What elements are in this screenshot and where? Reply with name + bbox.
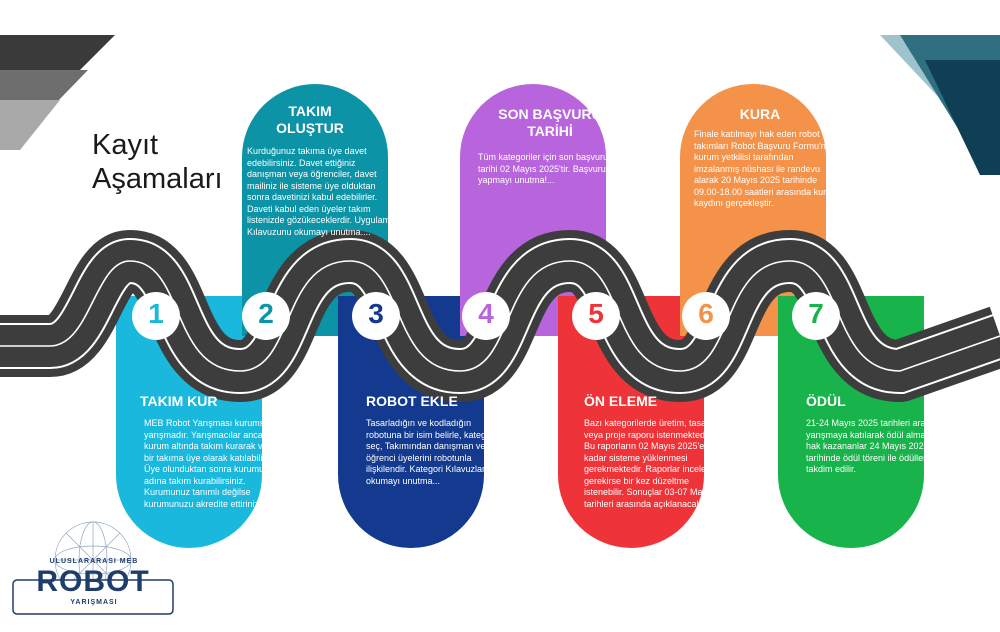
step-6-text: Finale katılmayı hak eden robot takımlar…: [694, 129, 836, 208]
step-7-number: 7: [808, 298, 824, 329]
step-3-text: Tasarladığın ve kodladığın robotuna bir …: [366, 418, 504, 486]
step-7-circle: [792, 292, 840, 340]
step-4-circle: [462, 292, 510, 340]
step-1-circle: [132, 292, 180, 340]
step-6-number: 6: [698, 298, 714, 329]
page-title: Kayıt Aşamaları: [92, 128, 223, 196]
title-line-1: Kayıt: [92, 129, 159, 161]
step-6-title: KURA: [739, 106, 781, 122]
logo-top-text: ULUSLARARASI MEB: [49, 558, 139, 565]
step-2-text: Kurduğunuz takıma üye davet edebilirsini…: [247, 146, 396, 237]
step-2-number: 2: [258, 298, 274, 329]
robot-competition-logo: [12, 521, 174, 615]
right-chevron-decoration: [880, 35, 1000, 175]
title-line-2: Aşamaları: [92, 163, 223, 195]
step-4-number: 4: [478, 298, 494, 329]
step-4-title: SON BAŞVURU TARİHİ: [498, 106, 602, 139]
step-2-circle: [242, 292, 290, 340]
step-7-title: ÖDÜL: [806, 393, 846, 409]
step-3-circle: [352, 292, 400, 340]
left-chevron-decoration: [0, 35, 115, 150]
step-5-title: ÖN ELEME: [584, 393, 658, 409]
step-1-text: MEB Robot Yarışması kurumsal bir yarışma…: [144, 418, 284, 509]
step-5-number: 5: [588, 298, 604, 329]
logo-main-text: ROBOT: [36, 565, 150, 598]
step-1-number: 1: [148, 298, 164, 329]
step-3-title: ROBOT EKLE: [366, 393, 458, 409]
step-5-text: Bazı kategorilerde üretim, tasarım veya …: [584, 418, 720, 509]
step-7-text: 21-24 Mayıs 2025 tarihleri arasında yarı…: [806, 418, 948, 474]
step-5-circle: [572, 292, 620, 340]
logo-bottom-text: YARIŞMASI: [70, 599, 118, 606]
step-4-text: Tüm kategoriler için son başvuru tarihi …: [478, 152, 609, 185]
step-6-circle: [682, 292, 730, 340]
step-3-number: 3: [368, 298, 384, 329]
step-1-title: TAKIM KUR: [140, 393, 218, 409]
step-2-title: TAKIM OLUŞTUR: [276, 103, 344, 136]
